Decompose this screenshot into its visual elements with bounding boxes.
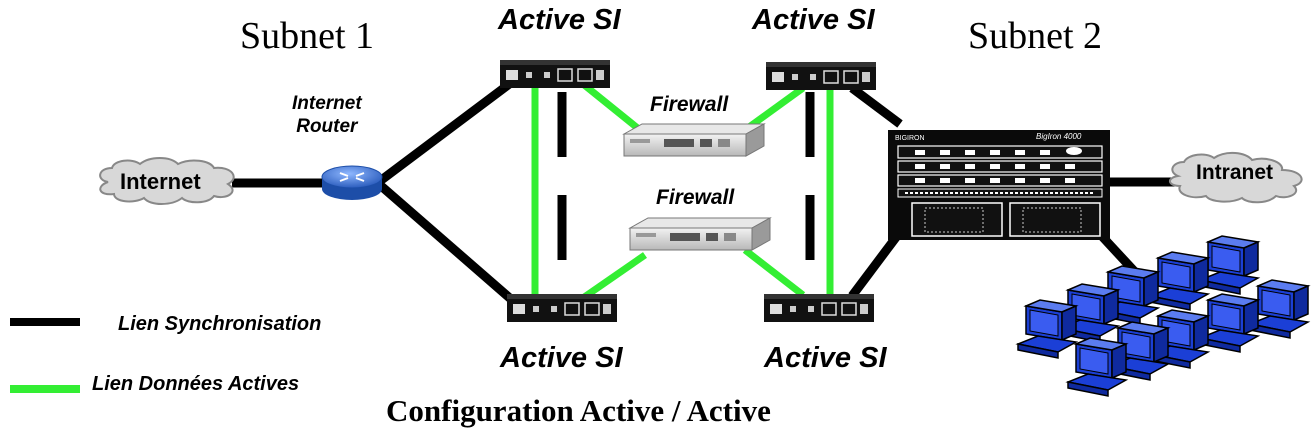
link-router-si-bl [377,181,515,304]
router-icon [321,165,383,200]
firewall-label-top: Firewall [650,93,729,116]
link-si-br-chassis [848,229,904,299]
active-si-label-top-left: Active SI [498,4,621,36]
firewall-icon [623,123,765,157]
subnet-1-label: Subnet 1 [240,15,375,57]
bigiron-chassis-icon: BIGIRON [888,130,1110,240]
active-si-label-top-right: Active SI [752,4,875,36]
firewall-icon [629,217,771,251]
workstation-cluster-icon [1017,235,1309,397]
internet-label: Internet [120,169,201,194]
intranet-label: Intranet [1196,161,1274,184]
link-si-tr-chassis [849,84,903,128]
internet-cloud-icon [99,157,235,205]
active-si-switch-icon [499,59,611,89]
active-si-label-bottom-left: Active SI [500,342,623,374]
intranet-cloud-icon [1169,152,1303,204]
sync-links [232,78,1178,304]
sync-dashed-links [557,92,815,292]
active-si-switch-icon [765,61,877,91]
active-si-label-bottom-right: Active SI [764,342,887,374]
legend-sync-label: Lien Synchronisation [118,313,322,335]
legend-data-label: Lien Données Actives [92,373,300,395]
diagram-title: Configuration Active / Active [386,393,771,428]
firewall-label-bottom: Firewall [656,186,735,209]
router-label: Internet Router [292,93,362,137]
data-links [531,81,834,303]
active-si-switch-icon [763,293,875,323]
svg-text:BIGIRON: BIGIRON [895,135,925,142]
subnet-2-label: Subnet 2 [968,15,1103,57]
link-router-si-tl [377,78,515,185]
active-si-switch-icon [506,293,618,323]
chassis-model-label: BigIron 4000 [1036,132,1082,141]
